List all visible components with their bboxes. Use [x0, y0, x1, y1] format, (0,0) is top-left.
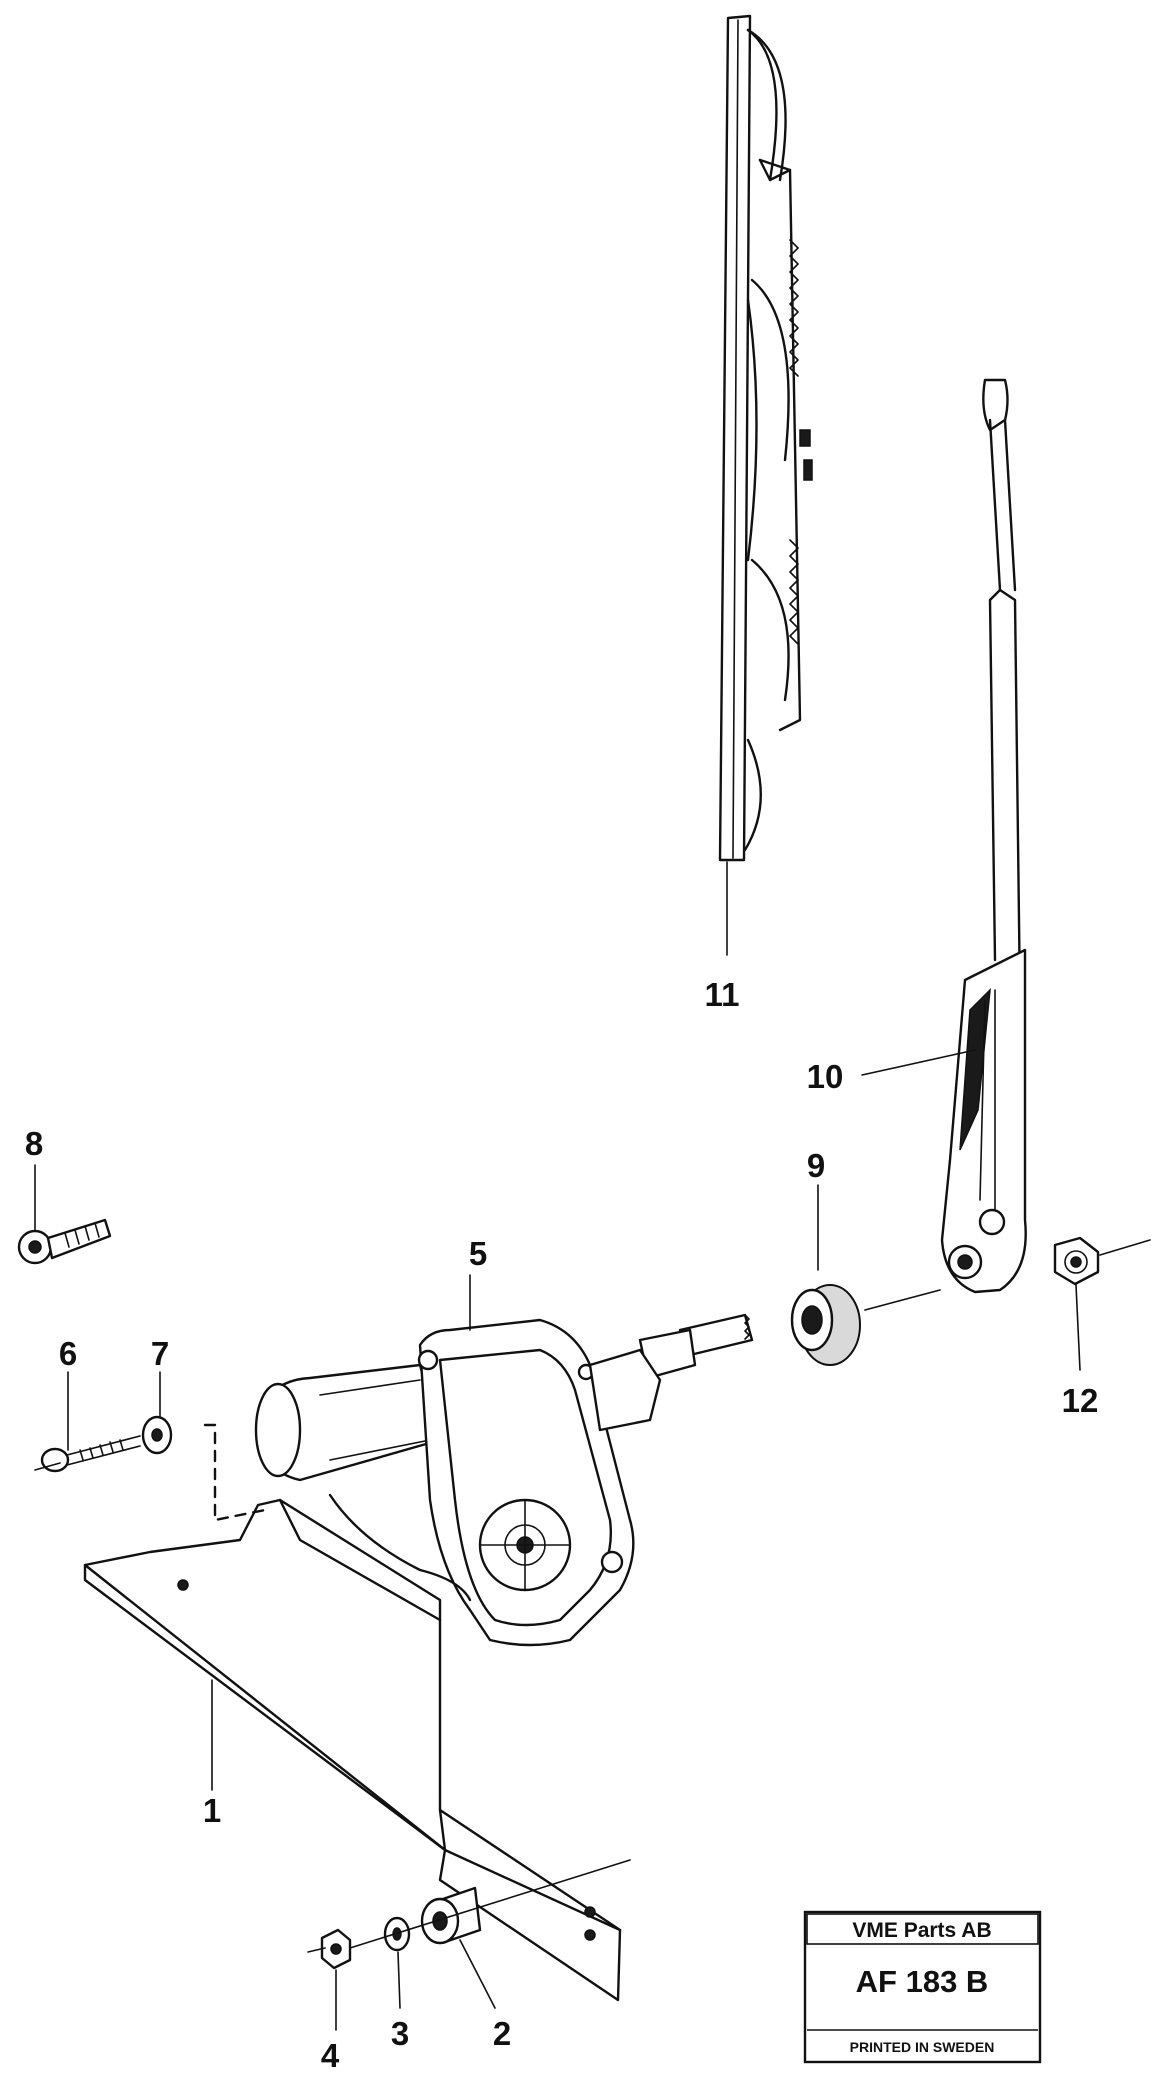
title-box-footer: PRINTED IN SWEDEN [850, 2039, 995, 2055]
title-box: VME Parts AB AF 183 B PRINTED IN SWEDEN [803, 1910, 1042, 2064]
washer-3 [383, 1916, 411, 2009]
bolt-8 [17, 1164, 112, 1265]
label-part-4: 4 [321, 2037, 340, 2074]
label-part-1: 1 [203, 1792, 221, 1829]
label-part-11: 11 [705, 976, 740, 1013]
wiper-arm [861, 378, 1027, 1294]
seal-9 [790, 1184, 941, 1366]
spacer-2 [420, 1886, 496, 2009]
label-part-3: 3 [391, 2015, 409, 2052]
screw-6 [34, 1371, 141, 1473]
label-part-8: 8 [25, 1125, 43, 1162]
title-box-code: AF 183 B [856, 1964, 989, 1999]
nut-12 [1053, 1236, 1151, 1371]
label-part-6: 6 [59, 1335, 77, 1372]
washer-7 [141, 1371, 173, 1455]
label-part-7: 7 [151, 1335, 169, 1372]
title-box-company: VME Parts AB [852, 1919, 991, 1942]
label-part-2: 2 [493, 2015, 511, 2052]
label-part-10: 10 [807, 1058, 844, 1095]
label-part-9: 9 [807, 1147, 825, 1184]
wiper-motor [254, 1274, 754, 1647]
nut-4 [307, 1928, 352, 2031]
label-part-12: 12 [1062, 1382, 1099, 1419]
mounting-bracket [83, 1423, 622, 2002]
wiper-blade [718, 14, 813, 956]
label-part-5: 5 [469, 1235, 487, 1272]
